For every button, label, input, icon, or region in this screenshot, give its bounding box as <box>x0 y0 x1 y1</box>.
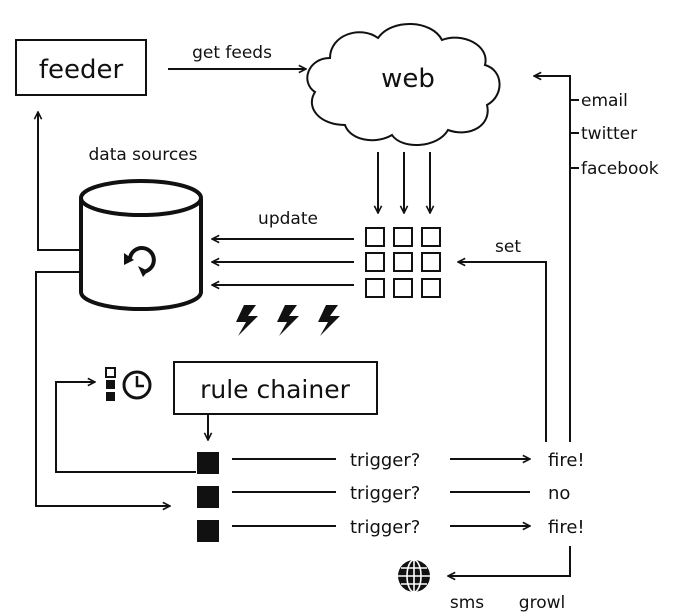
trigger-label-3: trigger? <box>350 517 420 538</box>
email-label: email <box>581 91 628 111</box>
get-feeds-label: get feeds <box>192 43 272 63</box>
sms-label: sms <box>450 593 484 613</box>
feeder-feedback-arrow <box>38 112 81 251</box>
rule-block-1 <box>197 452 219 474</box>
feeder-node: feeder <box>15 39 147 96</box>
trigger-label-2: trigger? <box>350 483 420 504</box>
lightning-bolt-icon <box>236 305 340 336</box>
cylinder-body <box>79 198 203 311</box>
growl-label: growl <box>519 593 565 613</box>
schedule-loop-arrow <box>55 382 196 473</box>
facebook-label: facebook <box>581 159 659 179</box>
rule-chainer-label: rule chainer <box>200 375 350 404</box>
refresh-icon <box>124 246 156 277</box>
data-sources-label: data sources <box>88 145 197 165</box>
rule-chainer-node: rule chainer <box>173 361 378 415</box>
rule-block-2 <box>197 486 219 508</box>
globe-icon <box>398 559 430 593</box>
clock-icon <box>105 367 152 401</box>
data-to-rule-arrow <box>35 271 170 506</box>
grid-icon <box>365 227 441 298</box>
cloud-shape <box>306 23 501 147</box>
set-arrow <box>458 262 547 442</box>
feeder-label: feeder <box>39 55 124 85</box>
web-label: web <box>381 64 435 94</box>
notify-globe-arrow <box>448 546 571 576</box>
cylinder-top <box>79 179 203 217</box>
data-sources-node <box>79 179 203 311</box>
notify-web-arrow <box>534 76 571 442</box>
result-label-2: no <box>548 483 570 504</box>
twitter-label: twitter <box>581 124 637 144</box>
result-label-3: fire! <box>548 517 585 538</box>
set-label: set <box>495 237 521 257</box>
result-label-1: fire! <box>548 450 585 471</box>
rule-block-3 <box>197 520 219 542</box>
web-node: web <box>306 23 501 147</box>
trigger-label-1: trigger? <box>350 450 420 471</box>
update-label: update <box>258 209 318 229</box>
